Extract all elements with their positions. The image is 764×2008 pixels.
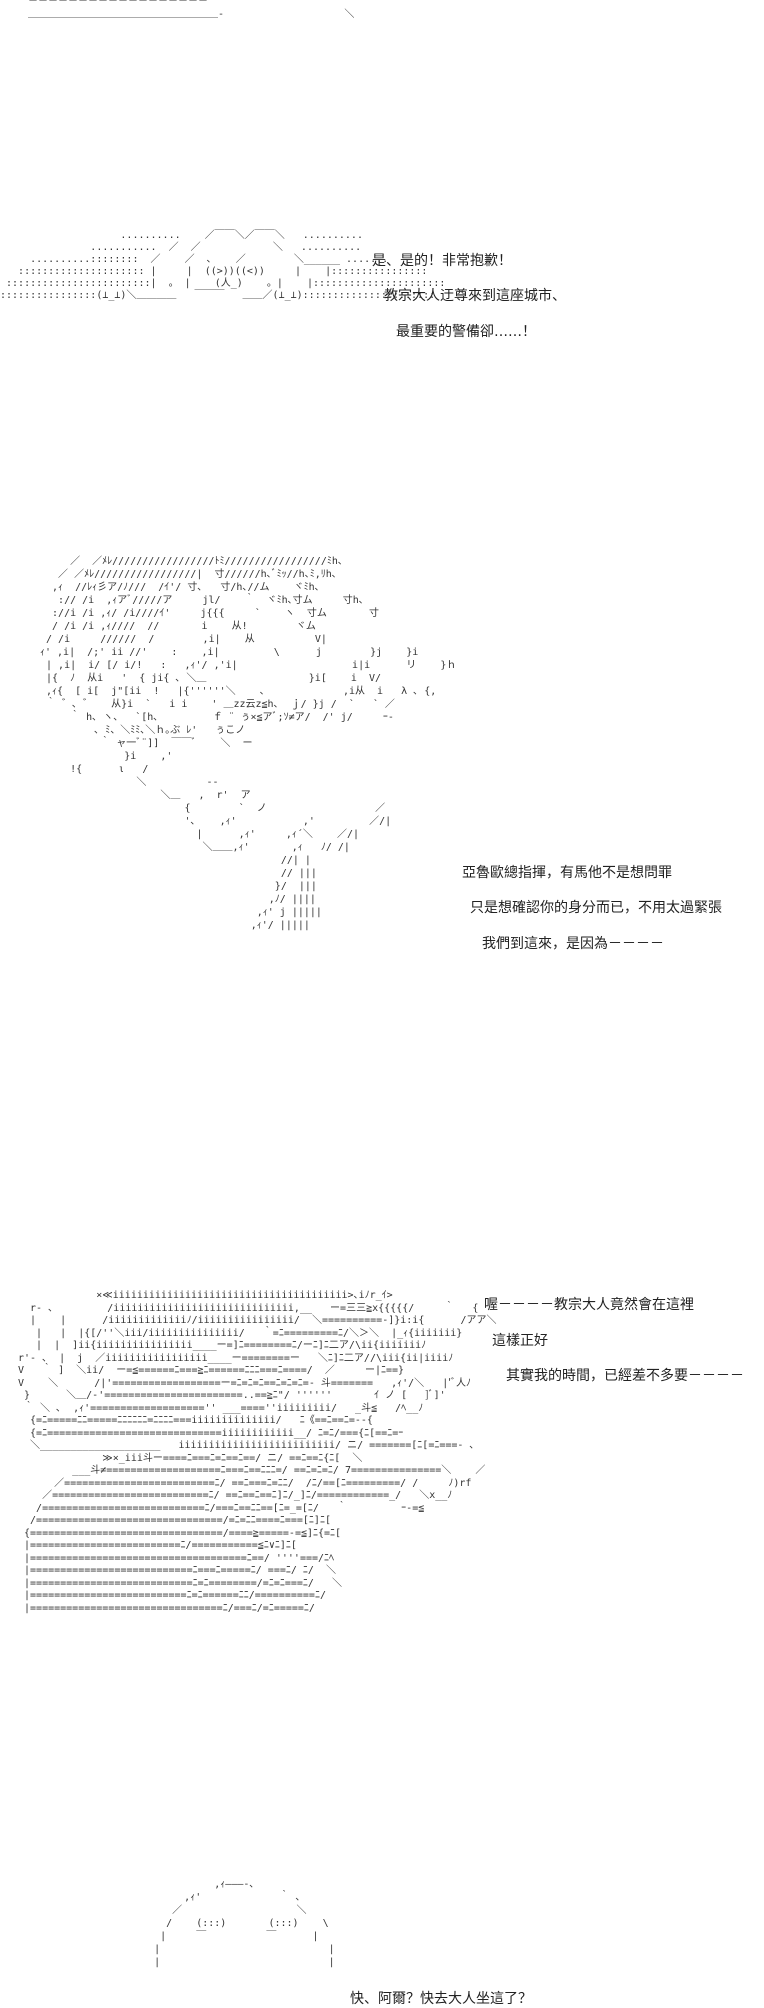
- aa-armored-character: ×≪iiiiiiiiiiiiiiiiiiiiiiiiiiiiiiiiiiiiii…: [18, 1290, 497, 1614]
- aa-commander-character: ／ ／ﾒﾚ/////////////////ﾄﾐ////////////////…: [40, 556, 457, 931]
- aa-fragment-top: －－－－－－－－－－－－－－－－－－ ＿＿＿＿＿＿＿＿＿＿＿＿＿＿＿＿＿＿＿- …: [28, 0, 355, 20]
- dialog-line: 是、是的！非常抱歉！: [372, 253, 512, 269]
- aa-bottom-character: ,ｨ―――‐､ ,ｨ' ｀ ､ ／ ＼ / (:::) (:::) \ | ￣ …: [154, 1879, 335, 1968]
- dialog-line: 其實我的時間，已經差不多要－－－－: [506, 1368, 744, 1384]
- dialog-line: 只是想確認你的身分而已，不用太過緊張: [470, 900, 722, 916]
- dialog-line: 最重要的警備卻……！: [396, 324, 536, 340]
- dialog-line: 亞魯歐總指揮，有馬他不是想問罪: [462, 865, 672, 881]
- dialog-line: 這樣正好: [492, 1333, 548, 1349]
- aa-apologizing-character: .......... ／￣￣＼／￣￣＼ .......... .........…: [0, 230, 446, 301]
- dialog-line: 喔－－－－教宗大人竟然會在這裡: [484, 1297, 694, 1313]
- dialog-line: 快、阿爾？快去大人坐這了？: [350, 1991, 532, 2007]
- dialog-line: 我們到這來，是因為－－－－: [482, 936, 664, 952]
- dialog-line: 教宗大人迂尊來到這座城市、: [384, 288, 566, 304]
